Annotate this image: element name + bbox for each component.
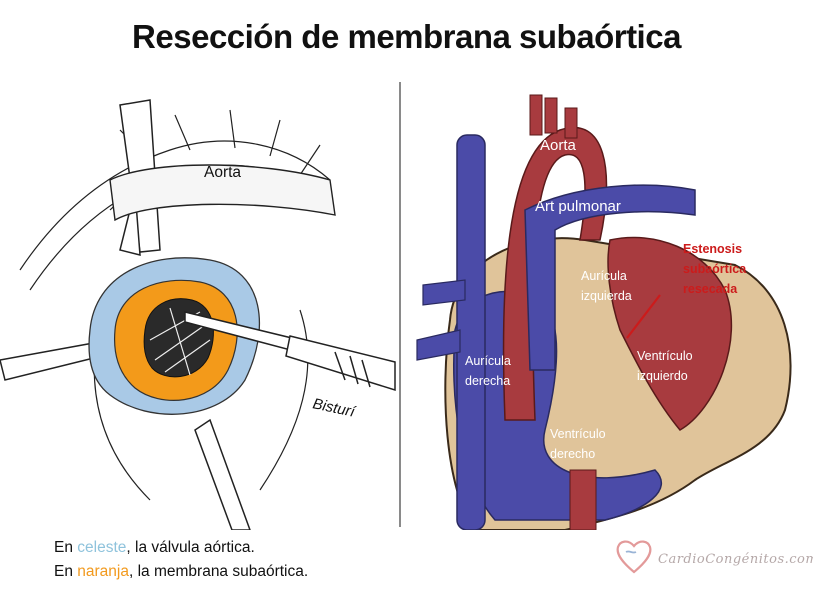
label-estenosis-2: subaórtica — [683, 262, 747, 276]
heart-diagram: Aorta Art pulmonar Aurícula izquierda Au… — [416, 94, 792, 530]
label-ventriculo-der-1: Ventrículo — [550, 427, 606, 441]
label-auricula-izq-2: izquierda — [581, 289, 632, 303]
heart-icon — [616, 540, 652, 574]
legend: En celeste, la válvula aórtica. En naran… — [54, 536, 308, 584]
legend-2-suffix: , la membrana subaórtica. — [128, 563, 309, 580]
legend-1-prefix: En — [54, 539, 78, 556]
site-logo: CardioCongénitos.com.ar — [612, 532, 813, 582]
logo-text: CardioCongénitos.com.ar — [658, 552, 813, 567]
legend-2-prefix: En — [54, 563, 78, 580]
legend-line-1: En celeste, la válvula aórtica. — [54, 536, 308, 560]
page-title: Resección de membrana subaórtica — [132, 18, 681, 55]
label-auricula-izq-1: Aurícula — [581, 269, 627, 283]
legend-1-suffix: , la válvula aórtica. — [126, 539, 255, 556]
label-aorta-right: Aorta — [540, 137, 577, 154]
label-estenosis-1: Estenosis — [683, 242, 742, 256]
legend-1-color-word: celeste — [77, 539, 127, 556]
surgical-illustration: Aorta Bisturí — [0, 99, 396, 530]
label-art-pulmonar: Art pulmonar — [535, 198, 621, 215]
legend-2-color-word: naranja — [77, 563, 129, 580]
label-ventriculo-izq-1: Ventrículo — [637, 349, 693, 363]
label-auricula-der-1: Aurícula — [465, 354, 511, 368]
label-auricula-der-2: derecha — [465, 374, 510, 388]
label-ventriculo-der-2: derecho — [550, 447, 595, 461]
annotation-arrow — [626, 294, 661, 339]
label-ventriculo-izq-2: izquierdo — [637, 369, 688, 383]
panel-divider — [399, 82, 401, 527]
label-bisturi: Bisturí — [311, 395, 358, 421]
legend-line-2: En naranja, la membrana subaórtica. — [54, 560, 308, 584]
label-aorta-left: Aorta — [204, 164, 241, 181]
label-estenosis-3: resecada — [683, 282, 738, 296]
